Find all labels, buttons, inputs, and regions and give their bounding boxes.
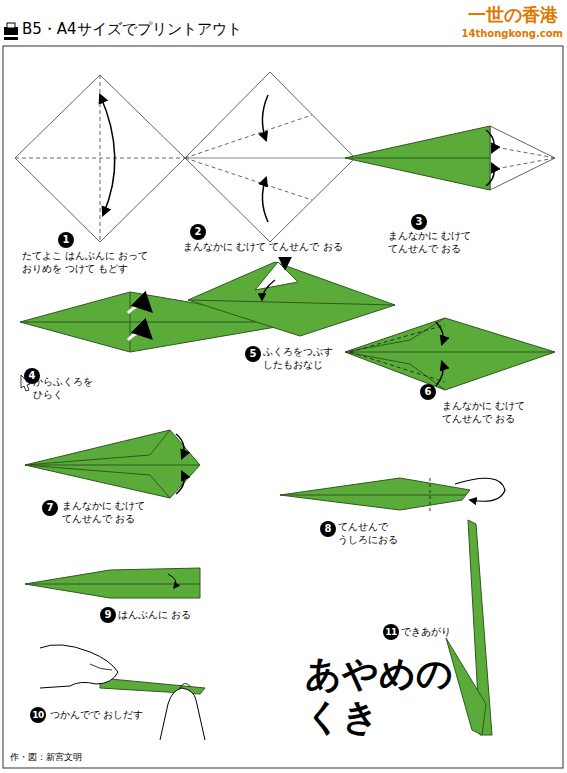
step-caption: からふくろを ひらく	[33, 376, 113, 401]
step-caption: 作・図：新宮文明	[10, 752, 82, 763]
logo-text: 一世の香港	[468, 4, 558, 27]
step-caption: まんなかに むけて てんせんで おる	[62, 500, 172, 525]
logo-text: 14thongkong.com	[461, 28, 563, 41]
step-caption: ふくろをつぶす したもおなじ	[263, 346, 348, 371]
step-number: 2	[190, 224, 206, 240]
step-caption: できあがり	[401, 626, 451, 639]
step-caption: まんなかに むけて てんせんで おる	[442, 400, 557, 425]
step-caption: まんなかに むけて てんせんで おる	[388, 230, 503, 255]
page-title: B5・A4サイズでプリントアウト	[22, 20, 242, 39]
step-number: 5	[245, 346, 261, 362]
step-caption: まんなかに むけて てんせんで おる	[183, 241, 343, 254]
step-number: 1	[58, 232, 74, 248]
step-number: 3	[411, 214, 427, 230]
step-number: 10	[30, 707, 46, 723]
step-caption: つかんでで おしだす	[50, 709, 143, 722]
step-number: 7	[42, 500, 58, 516]
step-caption: はんぶんに おる	[118, 609, 191, 622]
step-number: 11	[383, 624, 399, 640]
step-number: 9	[100, 607, 116, 623]
step-caption: てんせんで うしろにおる	[338, 521, 413, 546]
step-number: 8	[320, 521, 336, 537]
step-number: 6	[420, 384, 436, 400]
step-caption: たてよこ はんぶんに おって おりめを つけて もどす	[22, 250, 167, 275]
part-title: あやめの くき	[305, 652, 465, 738]
